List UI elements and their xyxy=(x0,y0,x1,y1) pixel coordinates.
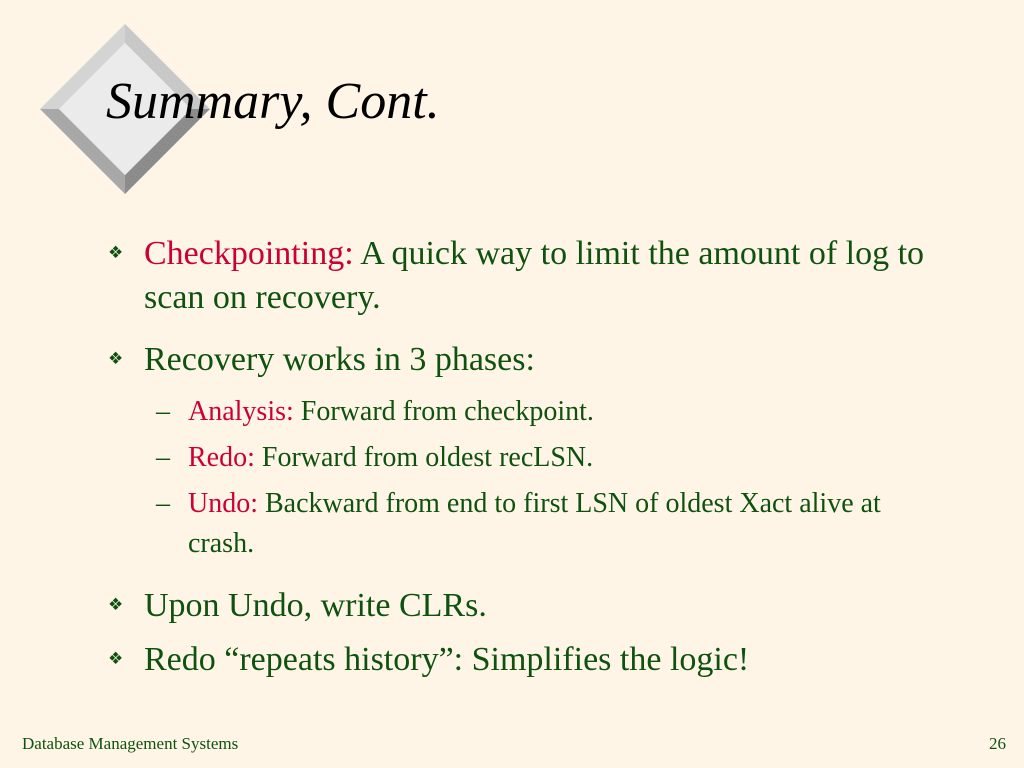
bullet-highlight: Checkpointing: xyxy=(144,235,354,272)
bullet-text: Upon Undo, write CLRs. xyxy=(144,587,487,624)
dash-marker: – xyxy=(156,396,170,427)
beveled-diamond-icon xyxy=(40,24,210,194)
subitem-analysis: – Analysis: Forward from checkpoint. xyxy=(108,392,928,432)
subitem-redo: – Redo: Forward from oldest recLSN. xyxy=(108,438,928,478)
slide-body: ❖ Checkpointing: A quick way to limit th… xyxy=(108,232,928,682)
subitem-text: Forward from checkpoint. xyxy=(293,396,594,427)
dash-marker: – xyxy=(156,488,170,519)
four-petal-diamond-icon: ❖ xyxy=(108,649,124,669)
subitem-highlight: Undo: xyxy=(188,488,258,519)
four-petal-diamond-icon: ❖ xyxy=(108,595,124,615)
four-petal-diamond-icon: ❖ xyxy=(108,243,124,263)
bullet-text: Redo “repeats history”: Simplifies the l… xyxy=(144,641,750,678)
subitem-highlight: Analysis: xyxy=(188,396,294,427)
footer-course-title: Database Management Systems xyxy=(22,734,239,753)
bullet-redo-history: ❖ Redo “repeats history”: Simplifies the… xyxy=(108,638,928,682)
bullet-recovery-phases: ❖ Recovery works in 3 phases: xyxy=(108,338,928,382)
subitem-text: Forward from oldest recLSN. xyxy=(254,442,594,473)
four-petal-diamond-icon: ❖ xyxy=(108,349,124,369)
bullet-text: Recovery works in 3 phases: xyxy=(144,341,535,378)
dash-marker: – xyxy=(156,442,170,473)
slide-page-number: 26 xyxy=(989,734,1006,753)
bullet-checkpointing: ❖ Checkpointing: A quick way to limit th… xyxy=(108,232,928,320)
subitem-highlight: Redo: xyxy=(188,442,255,473)
bullet-text: A quick way to limit the amount of log t… xyxy=(144,235,925,316)
bullet-undo-clrs: ❖ Upon Undo, write CLRs. xyxy=(108,584,928,628)
subitem-undo: – Undo: Backward from end to first LSN o… xyxy=(108,484,928,564)
slide-title: Summary, Cont. xyxy=(106,73,440,130)
subitem-text: Backward from end to first LSN of oldest… xyxy=(188,488,881,559)
